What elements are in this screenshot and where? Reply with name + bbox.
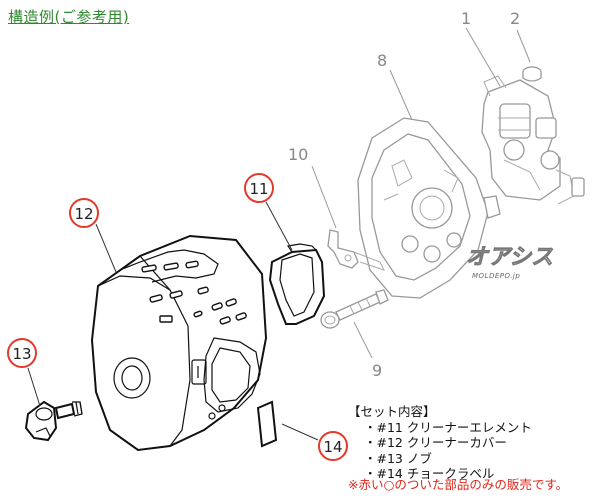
bracket-part	[327, 229, 385, 271]
set-item-11: ・#11 クリーナーエレメント	[364, 419, 532, 435]
set-item-14: ・#14 チョークラベル	[364, 466, 495, 481]
carburetor-part	[481, 75, 585, 205]
callout-14: 14	[318, 431, 348, 461]
diagram-title: 構造例(ご参考用)	[8, 8, 130, 26]
part-number-14: 14	[323, 438, 342, 456]
cleaner-element-part	[268, 243, 326, 325]
cleaner-base-part	[357, 117, 501, 299]
part-number-12: 12	[74, 205, 93, 223]
part-number-11: 11	[249, 180, 268, 198]
set-item-13: ・#13 ノブ	[364, 450, 432, 466]
knob-part	[24, 400, 83, 442]
callout-13: 13	[7, 338, 37, 368]
watermark-logo: オアシス MOLDEPO.jp	[466, 245, 554, 280]
part-number-8: 8	[377, 51, 387, 70]
part-number-13: 13	[12, 345, 31, 363]
part-number-9: 9	[372, 361, 382, 380]
bolt-part	[320, 289, 389, 329]
part-number-1: 1	[461, 9, 471, 28]
sale-note: ※赤い○のついた部品のみの販売です。	[348, 477, 569, 492]
cap-part	[522, 66, 542, 82]
callout-12: 12	[69, 198, 99, 228]
set-contents: 【セット内容】 ・#11 クリーナーエレメント ・#12 クリーナーカバー ・#…	[348, 404, 532, 482]
set-contents-heading: 【セット内容】	[348, 404, 436, 419]
leader-lines	[27, 27, 531, 441]
cleaner-cover-part	[90, 234, 268, 452]
set-item-12: ・#12 クリーナーカバー	[364, 435, 507, 450]
part-number-2: 2	[510, 9, 520, 28]
watermark-main: オアシス	[466, 245, 553, 270]
callout-11: 11	[244, 173, 274, 203]
choke-label-part	[256, 400, 278, 448]
part-number-10: 10	[288, 145, 308, 164]
watermark-sub: MOLDEPO.jp	[472, 272, 520, 280]
